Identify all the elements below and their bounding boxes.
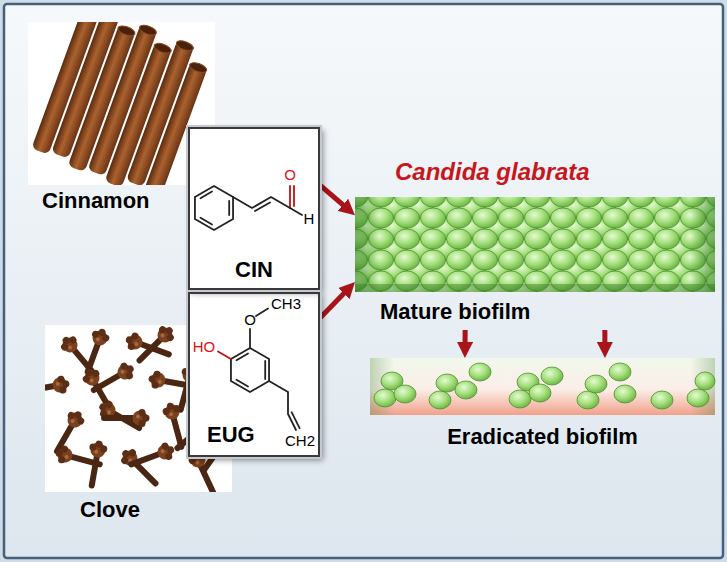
box-ground <box>188 292 320 457</box>
node-label: EUG <box>207 422 255 448</box>
double-bond <box>292 412 300 428</box>
arrow-connector <box>462 330 467 350</box>
biofilm-shade <box>355 197 715 292</box>
cinnamaldehyde-structure <box>195 186 302 230</box>
allyl-chain <box>269 381 296 430</box>
clove <box>45 374 71 400</box>
yeast-cell <box>577 391 599 409</box>
yeast-cell <box>609 363 631 381</box>
atom-label: H <box>304 211 315 227</box>
yeast-cell <box>455 381 477 399</box>
clove <box>79 326 111 375</box>
atom-label: O <box>244 312 256 328</box>
ring-double-bonds <box>201 192 230 225</box>
biofilm-base <box>355 284 715 292</box>
yeast-cell <box>541 367 563 385</box>
species-name: Candida glabrata <box>395 158 590 186</box>
yeast-cell <box>374 389 396 407</box>
hydroxyl-bond <box>218 352 231 360</box>
yeast-cell <box>585 375 607 393</box>
stick-end <box>188 61 208 75</box>
yeast-cell <box>429 391 451 409</box>
yeast-cell <box>529 384 551 402</box>
benzene-ring <box>195 186 233 230</box>
carbonyl-bond <box>290 186 294 208</box>
yeast-cell <box>651 391 673 409</box>
node-label: Eradicated biofilm <box>447 424 638 450</box>
yeast-cell <box>687 389 709 407</box>
sparse-cells <box>374 363 715 409</box>
page-frame <box>4 4 723 558</box>
atom-label: HO <box>193 339 216 355</box>
arrow-connector <box>320 288 349 318</box>
aldehyde-bond <box>290 208 302 215</box>
ring-double-bonds <box>237 354 266 387</box>
yeast-cell <box>695 372 715 390</box>
biofilm-cells <box>355 197 715 292</box>
substrate-shade <box>370 358 715 415</box>
substrate-band <box>370 358 715 415</box>
photo-caption: Clove <box>80 497 140 523</box>
clove <box>117 445 162 490</box>
eugenol-structure <box>218 309 300 431</box>
clove <box>83 439 109 487</box>
yeast-cell <box>469 363 491 381</box>
clove <box>133 325 178 367</box>
stick-end <box>175 39 195 53</box>
stick-end <box>138 23 158 37</box>
photo-caption: Cinnamon <box>42 188 150 214</box>
benzene-ring <box>231 348 269 392</box>
arrow-connector <box>320 185 349 210</box>
yeast-cell <box>509 390 531 408</box>
biofilm-panel: Eradicated biofilm <box>370 358 715 458</box>
clove <box>128 440 177 472</box>
atom-label: O <box>284 167 296 183</box>
arrow-connector <box>602 330 607 350</box>
node-label: CIN <box>235 257 273 283</box>
double-bond <box>255 203 270 212</box>
stick-end <box>153 41 173 55</box>
biofilm-panel: Mature biofilm <box>355 197 715 330</box>
atom-label: CH3 <box>271 296 301 312</box>
box-ground <box>188 127 320 290</box>
clove <box>89 359 137 397</box>
node-label: Mature biofilm <box>380 299 530 325</box>
stick-end <box>117 24 137 38</box>
yeast-cell <box>394 385 416 403</box>
compound-box: CIN <box>188 127 320 290</box>
atom-label: CH2 <box>285 433 315 449</box>
yeast-cell <box>614 385 636 403</box>
clove <box>104 409 150 427</box>
